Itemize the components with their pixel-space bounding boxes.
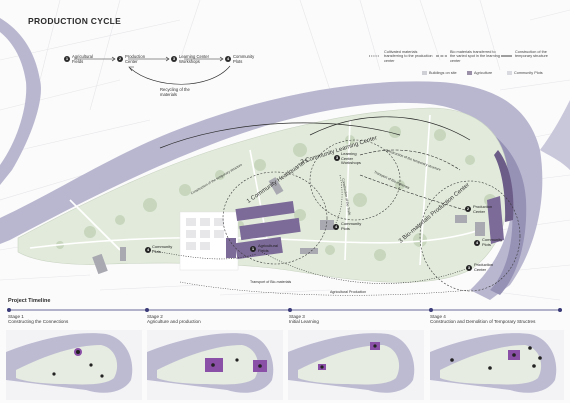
stage-3-label: Stage 3 Initial Learning: [289, 314, 419, 325]
white-plot-grid: [186, 218, 224, 250]
stage-number: Stage 2: [147, 314, 163, 319]
timeline-axis: [7, 308, 562, 312]
stage-3-thumbnail: [288, 330, 424, 400]
cycle-step-label: Agricultural Fields: [72, 54, 93, 64]
timeline-title: Project Timeline: [8, 298, 51, 304]
stage-2-thumbnail: [147, 330, 283, 400]
map-point-number: 4: [474, 240, 480, 246]
stage-number: Stage 4: [430, 314, 446, 319]
map-point-label: Production Center: [474, 262, 494, 272]
map-point-label: Community Plots: [482, 237, 503, 247]
map-point-label: Community Plots: [341, 221, 362, 231]
legend-swatch-buildings: [422, 71, 427, 75]
river-inlet: [540, 100, 570, 170]
map-point-number: 3: [334, 155, 340, 161]
cycle-step-number: 2: [117, 56, 123, 62]
river: [0, 81, 543, 300]
map-point-number: 1: [250, 246, 256, 252]
map-point-label: Production Center: [473, 204, 493, 214]
cycle-diagram-lines: [74, 56, 231, 85]
legend-dashed-label: Bio materials transferred to the varied …: [450, 50, 500, 63]
cycle-step-label: Production Center: [125, 54, 146, 64]
map-point-label: Learning Center Workshops: [341, 151, 361, 166]
legend-area-label: Agriculture: [474, 71, 493, 75]
production-building-strip: [494, 150, 514, 222]
map-point-number: 2: [465, 206, 471, 212]
legend-area-label: Community Plots: [514, 71, 543, 75]
map-point-label: Community Plots: [152, 244, 173, 254]
legend-line-icons: [369, 55, 512, 57]
cycle-recycle-label: Recycling of the materials: [160, 87, 190, 97]
stage-description: Construction and Demolition of Temporary…: [430, 319, 536, 325]
cycle-step-label: Learning Center Workshops: [179, 54, 210, 64]
map-point-number: 4: [145, 247, 151, 253]
stage-1-thumbnail: [6, 330, 142, 400]
river-deep: [470, 125, 527, 295]
legend-dotted-label: Cultivated materials transferring to the…: [384, 50, 433, 63]
cycle-step-number: 3: [171, 56, 177, 62]
stage-2-label: Stage 2 Agriculture and production: [147, 314, 277, 325]
map-point-label: Agricultural Fields: [258, 243, 279, 253]
production-building: [487, 196, 504, 244]
path-label: Agricultural Production: [330, 290, 367, 294]
dotted-paths: [149, 174, 469, 284]
cycle-step-number: 4: [225, 56, 231, 62]
path-label: Transport of Bio-materials: [250, 280, 292, 284]
stage-1-label: Stage 1 Constructing the Connections: [8, 314, 138, 325]
stage-4-thumbnail: [430, 330, 564, 400]
stage-description: Constructing the Connections: [8, 319, 69, 325]
river-branch: [0, 18, 41, 185]
stage-description: Agriculture and production: [147, 319, 201, 325]
legend-swatch-agriculture: [467, 71, 472, 75]
legend-area-label: Buildings on site: [429, 71, 457, 75]
buildings-gray: [92, 177, 485, 275]
transport-path-bottom: [179, 281, 471, 296]
map-point-number: 4: [333, 224, 339, 230]
headquarters-buildings: [226, 201, 301, 260]
stage-description: Initial Learning: [289, 319, 319, 325]
legend-solid-label: Construction of the temporary structure: [515, 50, 548, 59]
stage-number: Stage 1: [8, 314, 24, 319]
roads: [29, 114, 481, 266]
cycle-step-number: 1: [64, 56, 70, 62]
page-title: PRODUCTION CYCLE: [28, 16, 122, 26]
cycle-step-label: Community Plots: [233, 54, 255, 64]
stage-4-label: Stage 4 Construction and Demolition of T…: [430, 314, 568, 325]
legend-swatch-community: [507, 71, 512, 75]
stage-number: Stage 3: [289, 314, 305, 319]
zone-circles: [222, 139, 521, 292]
dashed-paths: [359, 149, 466, 211]
solid-paths: [159, 116, 471, 149]
map-point-number: 3: [466, 265, 472, 271]
